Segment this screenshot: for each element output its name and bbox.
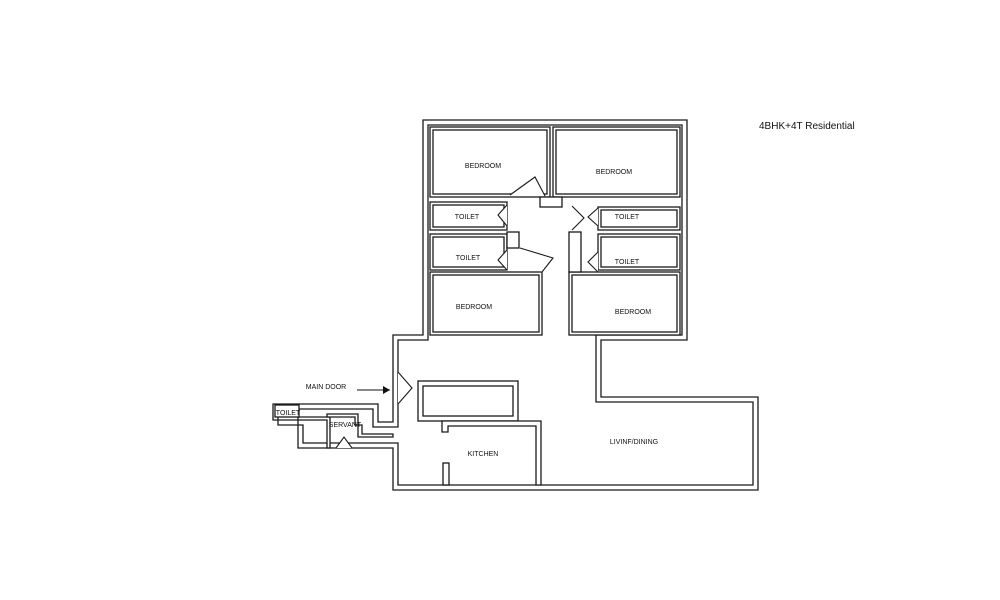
toilet-2-label: TOILET [456, 255, 481, 262]
door-servant [335, 436, 353, 449]
corridor-walls [506, 196, 582, 273]
servant-label: SERVANT [329, 422, 362, 429]
plan-title: 4BHK+4T Residential [759, 121, 855, 132]
servant-walls [274, 404, 394, 449]
door-bedroom-top-left [509, 176, 546, 197]
toilet-1-label: TOILET [455, 214, 480, 221]
bedroom-top-right-label: BEDROOM [596, 169, 632, 176]
living-dining-label: LIVINF/DINING [610, 439, 658, 446]
door-bedroom-bottom-left [519, 247, 554, 273]
toilet-4-label: TOILET [615, 259, 640, 266]
door-toilet-4 [587, 251, 599, 273]
door-toilet-1 [497, 204, 508, 227]
main-door-arrow [357, 386, 390, 394]
toilet-3-label: TOILET [615, 214, 640, 221]
toilet-walls [429, 201, 681, 271]
main-door-label: MAIN DOOR [306, 384, 346, 391]
kitchen-walls [417, 380, 542, 486]
toilet-servant-label: TOILET [276, 410, 301, 417]
bedroom-top-left-label: BEDROOM [465, 163, 501, 170]
doors [335, 176, 599, 449]
bedroom-walls [429, 126, 681, 336]
kitchen-label: KITCHEN [468, 451, 499, 458]
bedroom-bottom-right-label: BEDROOM [615, 309, 651, 316]
door-main [397, 371, 413, 405]
door-toilet-2 [497, 249, 508, 271]
bedroom-bottom-left-label: BEDROOM [456, 304, 492, 311]
door-toilet-3 [587, 207, 599, 227]
door-corridor-right [571, 205, 585, 231]
